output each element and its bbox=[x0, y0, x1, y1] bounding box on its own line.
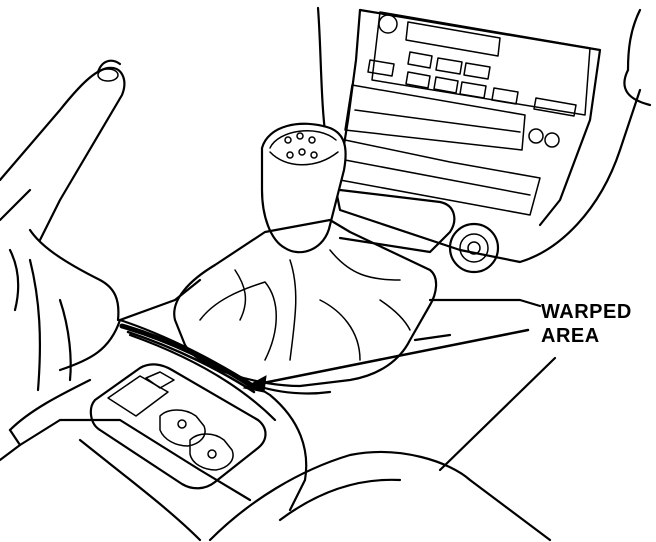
parking-brake-lever bbox=[0, 59, 126, 392]
center-console bbox=[0, 278, 542, 542]
shift-knob bbox=[260, 122, 347, 254]
callout-arrow bbox=[242, 328, 530, 393]
warped-area-highlight bbox=[119, 323, 256, 394]
cassette-unit bbox=[339, 84, 560, 216]
dashboard-panel bbox=[316, 6, 652, 264]
switch-panel bbox=[89, 363, 267, 490]
warped-label-line2: AREA bbox=[541, 325, 600, 347]
ashtray-lid bbox=[338, 188, 456, 254]
cigarette-lighter bbox=[448, 222, 500, 274]
radio-unit bbox=[367, 11, 591, 117]
armrest bbox=[208, 356, 557, 542]
warped-area-label: WARPED AREA bbox=[541, 300, 632, 348]
warped-label-line1: WARPED bbox=[541, 301, 632, 323]
